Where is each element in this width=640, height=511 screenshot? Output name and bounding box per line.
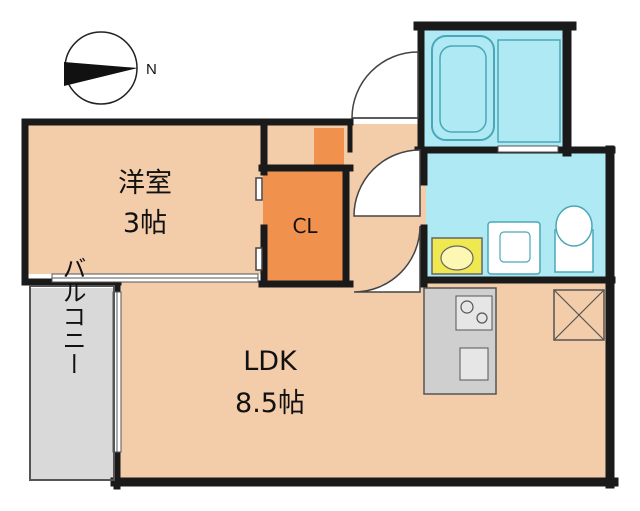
western-room-size: 3帖 bbox=[123, 208, 167, 239]
bathtub-icon bbox=[431, 35, 495, 141]
shower-area bbox=[497, 39, 561, 143]
north-label: N bbox=[146, 61, 157, 78]
refrigerator-space bbox=[553, 289, 605, 341]
balcony-outline bbox=[29, 285, 115, 481]
toilet-icon bbox=[554, 205, 594, 273]
closet-label: CL bbox=[292, 214, 318, 238]
ldk-name: LDK bbox=[243, 346, 298, 377]
kitchen-counter bbox=[423, 287, 497, 395]
compass-arrow-icon bbox=[64, 31, 138, 105]
washing-machine-icon bbox=[487, 221, 541, 275]
western-room-name: 洋室 bbox=[118, 168, 172, 199]
balcony-label: バルコニー bbox=[58, 256, 86, 376]
washbasin-icon bbox=[431, 237, 483, 275]
ldk-size: 8.5帖 bbox=[235, 388, 305, 419]
doors bbox=[255, 51, 421, 293]
